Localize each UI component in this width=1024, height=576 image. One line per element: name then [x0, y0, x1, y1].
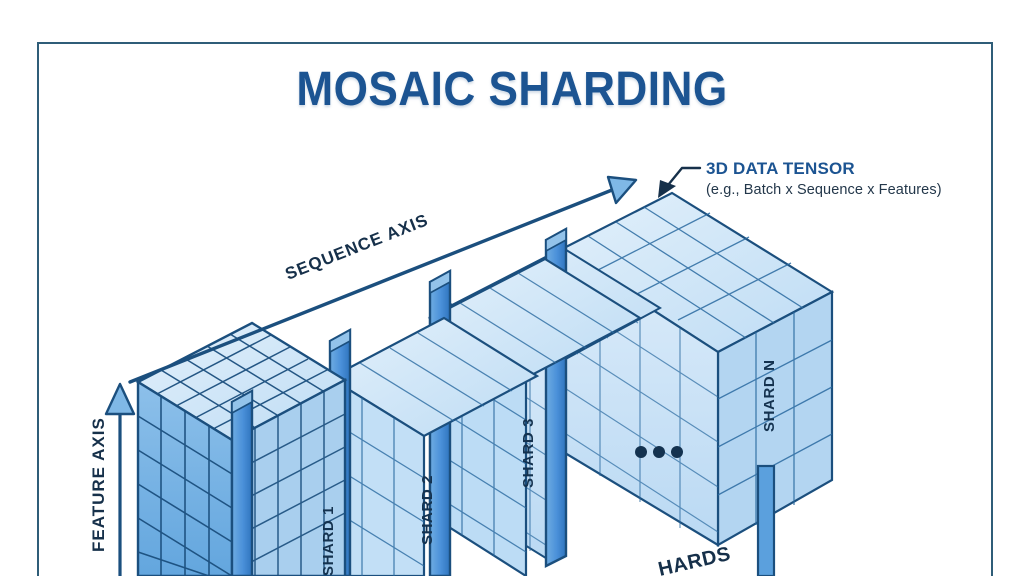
shard-block-2: SHARD 2: [327, 316, 540, 576]
shard-label-2: SHARD 2: [419, 475, 436, 545]
shard-label-1: SHARD 1: [320, 506, 337, 576]
feature-axis-label: FEATURE AXIS: [89, 417, 108, 552]
feature-axis-arrow: [104, 382, 136, 576]
shard-label-n: SHARD N: [761, 359, 778, 432]
shard-block-1: SHARD 1: [135, 321, 348, 576]
sequence-axis-arrow: [128, 175, 638, 384]
shard-divider-1: [230, 388, 254, 576]
page-title: MOSAIC SHARDING: [296, 63, 728, 116]
footer-partial-label: HARDS: [656, 543, 733, 576]
shard-label-3: SHARD 3: [520, 418, 537, 488]
shard-block-n: SHARD N: [557, 191, 835, 547]
callout-subtitle: (e.g., Batch x Sequence x Features): [706, 182, 942, 199]
callout-title: 3D DATA TENSOR: [706, 159, 855, 178]
shard-stem-right: [756, 464, 776, 576]
ellipsis-dots: [635, 446, 683, 458]
tensor-callout: 3D DATA TENSOR (e.g., Batch x Sequence x…: [706, 158, 942, 199]
callout-leader: [658, 166, 702, 198]
